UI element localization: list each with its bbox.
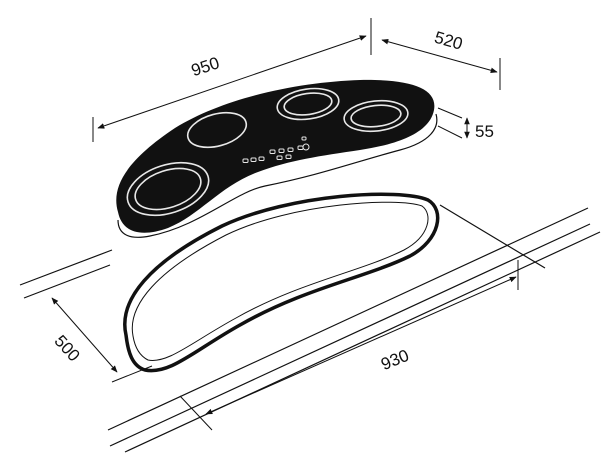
dimension-thickness: 55 [437,107,494,141]
countertop-outline [19,204,601,453]
dimension-label-950: 950 [189,53,222,80]
dimension-label-55: 55 [475,122,494,141]
cooktop-glass [116,79,435,233]
cooktop-side [117,113,438,238]
dimension-depth-top: 520 [381,28,501,90]
dimension-label-520: 520 [432,28,465,54]
cutout-outline [123,192,440,373]
touch-controls [242,136,310,163]
burner-front-left [126,161,210,217]
dimension-label-930: 930 [378,346,411,374]
dimension-cutout-depth: 500 [51,297,153,383]
dimension-cutout-length: 930 [179,260,519,431]
dimension-label-500: 500 [51,331,84,365]
